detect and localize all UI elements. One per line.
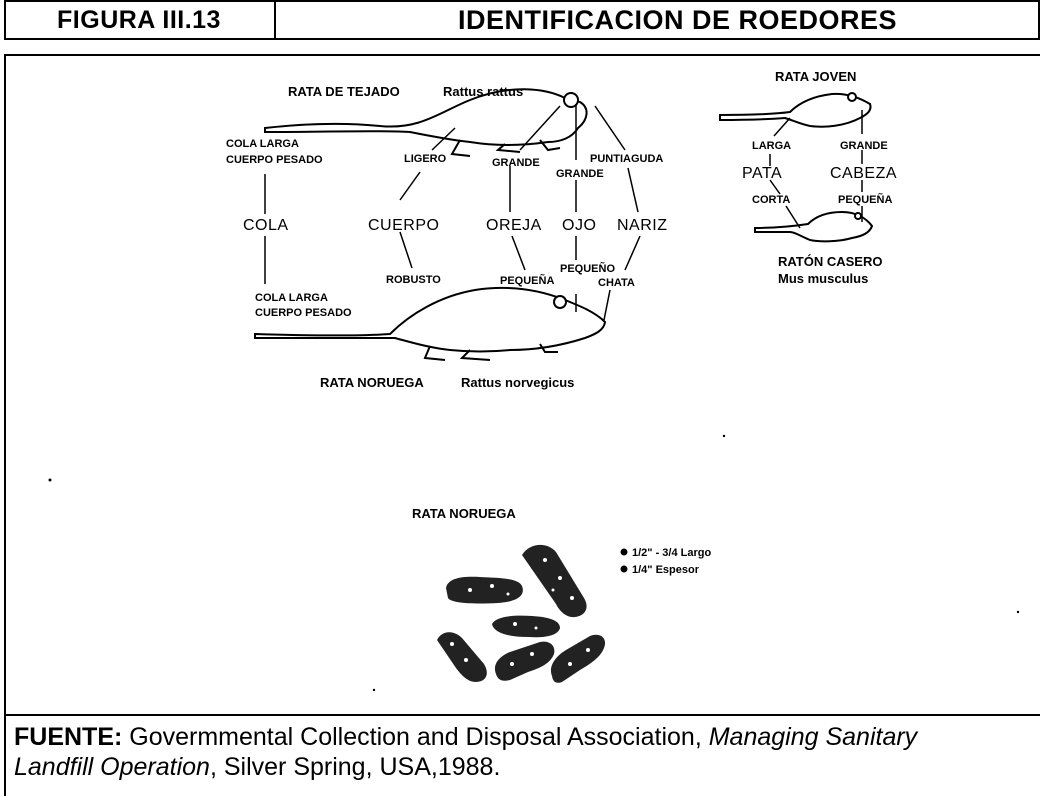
trait-cuerpo: CUERPO [368, 217, 439, 234]
cuerpo-top-value: LIGERO [404, 153, 447, 165]
dropping-pellet [492, 615, 560, 638]
norway-rat-scientific-name: Rattus norvegicus [461, 375, 574, 390]
cabeza-bottom-value: PEQUEÑA [838, 193, 892, 206]
droppings-notes: 1/2" - 3/4 Largo 1/4" Espesor [620, 547, 711, 576]
figure-header [4, 0, 1040, 40]
scan-speck [722, 434, 726, 438]
trait-cola: COLA [243, 217, 289, 234]
trait-oreja: OREJA [486, 217, 542, 234]
roof-rat-illustration [264, 88, 588, 157]
young-rat-illustration [719, 92, 872, 128]
droppings-illustration [437, 544, 606, 683]
house-mouse-common-name: RATÓN CASERO [778, 254, 882, 269]
cola-bottom-value-1: COLA LARGA [255, 292, 328, 304]
droppings-title: RATA NORUEGA [412, 506, 516, 521]
norway-rat-illustration [254, 286, 607, 361]
source-panel [4, 714, 1040, 796]
pata-bottom-value: CORTA [752, 194, 790, 206]
connector-lines [264, 104, 863, 321]
scan-speck [372, 688, 376, 692]
roof-rat-scientific-name: Rattus rattus [443, 84, 523, 99]
nariz-bottom-value: CHATA [598, 277, 635, 289]
source-citation: FUENTE: Govermmental Collection and Disp… [14, 722, 1044, 782]
scan-speck [1016, 610, 1020, 614]
roof-rat-common-name: RATA DE TEJADO [288, 84, 400, 99]
source-italic-2: Landfill Operation [14, 753, 210, 781]
source-text-2: , Silver Spring, USA,1988. [209, 753, 501, 781]
house-mouse-illustration [754, 210, 874, 243]
cuerpo-bottom-value: ROBUSTO [386, 274, 441, 286]
cabeza-top-value: GRANDE [840, 140, 888, 152]
trait-cabeza: CABEZA [830, 165, 897, 182]
dropping-pellet [446, 576, 523, 604]
dropping-pellet [494, 641, 555, 681]
pata-top-value: LARGA [752, 140, 791, 152]
figure-label: FIGURA III.13 [4, 0, 276, 40]
cola-bottom-value-2: CUERPO PESADO [255, 307, 352, 319]
norway-rat-common-name: RATA NORUEGA [320, 375, 424, 390]
dropping-pellet [437, 632, 487, 682]
cola-top-value-1: COLA LARGA [226, 138, 299, 150]
trait-nariz: NARIZ [617, 217, 668, 234]
dropping-pellet [550, 634, 606, 683]
trait-ojo: OJO [562, 217, 596, 234]
house-mouse-scientific-name: Mus musculus [778, 271, 868, 286]
bullet-dot [620, 565, 628, 573]
ojo-bottom-value: PEQUEÑO [560, 262, 615, 275]
young-rat-name: RATA JOVEN [775, 69, 856, 84]
scan-speck [48, 478, 52, 482]
droppings-note-thickness: 1/4" Espesor [632, 564, 700, 576]
oreja-top-value: GRANDE [492, 157, 540, 169]
dropping-pellet [522, 544, 587, 618]
figure-title: IDENTIFICACION DE ROEDORES [458, 5, 898, 35]
oreja-bottom-value: PEQUEÑA [500, 274, 554, 287]
bullet-dot [620, 548, 628, 556]
rodent-identification-diagram: RATA DE TEJADO Rattus rattus COLA LARGA … [48, 69, 1020, 692]
cola-top-value-2: CUERPO PESADO [226, 154, 323, 166]
source-text-1: Govermmental Collection and Disposal Ass… [122, 723, 709, 751]
diagram-panel [4, 54, 1040, 714]
ojo-top-value: GRANDE [556, 168, 604, 180]
nariz-top-value: PUNTIAGUDA [590, 153, 663, 165]
source-italic-1: Managing Sanitary [708, 723, 918, 751]
droppings-note-length: 1/2" - 3/4 Largo [632, 547, 711, 559]
trait-pata: PATA [742, 165, 782, 182]
source-label: FUENTE: [14, 723, 123, 751]
